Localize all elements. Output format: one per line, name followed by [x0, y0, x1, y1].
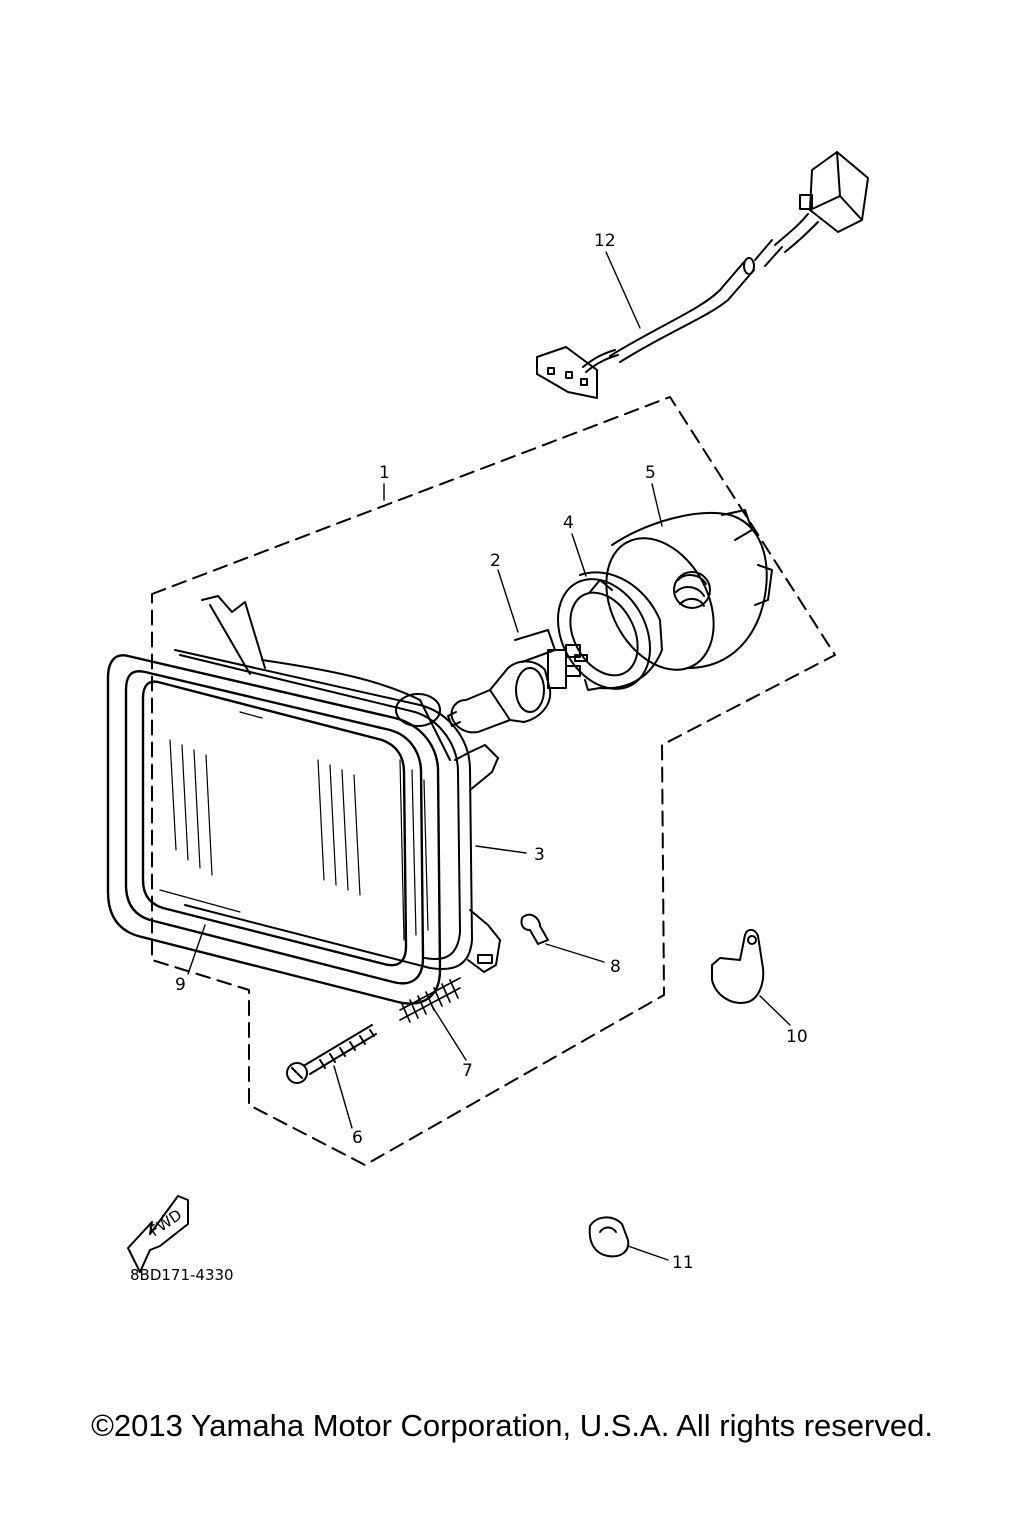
assembly-outline [151, 396, 836, 1166]
adjusting-screw [286, 1024, 377, 1084]
headlight-unit [174, 595, 501, 973]
callout-8: 8 [610, 957, 621, 977]
callout-9: 9 [175, 975, 186, 995]
fwd-arrow-icon [127, 1195, 189, 1273]
socket-retainer [556, 571, 663, 691]
callout-labels: 1 2 3 4 5 6 7 8 9 10 11 12 [175, 231, 808, 1273]
callout-1: 1 [379, 463, 390, 483]
callout-7: 7 [462, 1061, 473, 1081]
diagram-code: 8BD171-4330 [130, 1266, 234, 1284]
wire-clip [588, 1216, 630, 1258]
wire-harness [536, 151, 869, 399]
lens-texture [159, 711, 429, 941]
callout-10: 10 [786, 1027, 808, 1047]
clip [520, 913, 549, 945]
leader-lines [187, 251, 791, 1261]
copyright-notice: ©2013 Yamaha Motor Corporation, U.S.A. A… [91, 1408, 933, 1443]
headlight-rim [106, 654, 442, 1005]
clamp [711, 928, 765, 1004]
callout-11: 11 [672, 1253, 694, 1273]
spring [399, 977, 461, 1023]
fwd-label: FWD [146, 1206, 185, 1241]
callout-3: 3 [534, 845, 545, 865]
callout-4: 4 [563, 513, 574, 533]
bulb [447, 629, 588, 734]
callout-6: 6 [352, 1128, 363, 1148]
callout-12: 12 [594, 231, 616, 251]
rubber-boot [605, 509, 773, 671]
callout-2: 2 [490, 551, 501, 571]
callout-5: 5 [645, 463, 656, 483]
